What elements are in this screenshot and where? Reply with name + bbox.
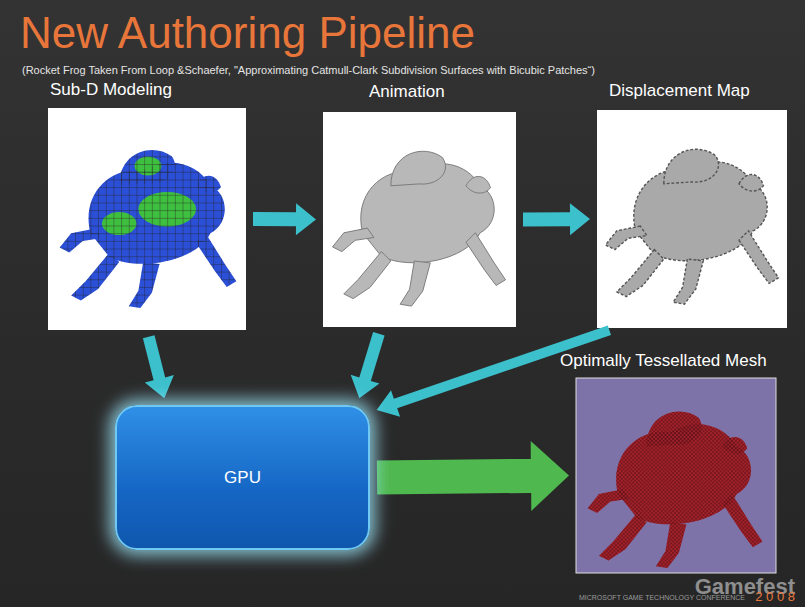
watermark-subtitle: MICROSOFT GAME TECHNOLOGY CONFERENCE xyxy=(579,594,745,601)
box-label: GPU xyxy=(224,468,261,488)
stage-heading: Sub-D Modeling xyxy=(50,80,172,100)
citation-note: (Rocket Frog Taken From Loop &Schaefer, … xyxy=(22,64,595,76)
result-image: Optimally Tessellated Mesh xyxy=(576,378,776,573)
stage-image: Animation xyxy=(323,112,516,327)
flow-arrow xyxy=(351,332,385,398)
stage-heading: Animation xyxy=(369,82,445,102)
flow-arrow xyxy=(143,335,174,398)
slide-title: New Authoring Pipeline xyxy=(20,8,475,58)
stage-heading: Optimally Tessellated Mesh xyxy=(560,351,767,371)
stage-heading: Displacement Map xyxy=(609,81,750,101)
flow-arrow xyxy=(253,203,316,235)
stage-image: Displacement Map xyxy=(597,110,787,328)
flow-arrow xyxy=(377,441,569,511)
gpu-box: GPU xyxy=(115,405,370,550)
flow-arrow xyxy=(377,326,611,417)
watermark-year: 2 0 0 8 xyxy=(755,589,795,604)
stage-image: Sub-D Modeling xyxy=(48,108,246,330)
flow-arrow xyxy=(523,203,590,235)
